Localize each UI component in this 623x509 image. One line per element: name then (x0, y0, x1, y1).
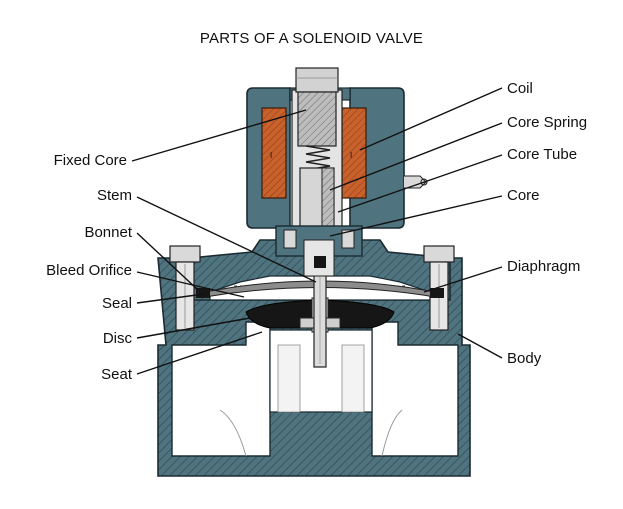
label-coil: Coil (507, 80, 533, 97)
leader-core-spring (329, 122, 503, 191)
label-body: Body (507, 350, 542, 367)
leader-seal (136, 293, 205, 304)
leader-lines (131, 87, 503, 375)
label-core-tube: Core Tube (507, 146, 578, 163)
label-bleed-orifice: Bleed Orifice (46, 262, 132, 279)
leader-diaphragm (423, 266, 503, 293)
core-spring (305, 145, 331, 171)
leader-disc (136, 317, 251, 339)
leader-coil (359, 87, 503, 151)
svg-text:I: I (270, 151, 272, 160)
label-disc: Disc (102, 330, 132, 347)
label-core-spring: Core Spring (507, 114, 588, 131)
label-bonnet: Bonnet (84, 224, 132, 241)
fixed-core (297, 91, 337, 147)
leader-seat (136, 331, 263, 375)
stem (313, 264, 327, 368)
core-guide (275, 225, 363, 277)
svg-text:I: I (350, 151, 352, 160)
diagram-title: PARTS OF A SOLENOID VALVE (199, 30, 424, 47)
leader-fixed-core (131, 109, 307, 162)
label-fixed-core: Fixed Core (53, 152, 127, 169)
leader-bleed-orifice (136, 271, 245, 298)
leader-body (457, 333, 503, 359)
label-seat: Seat (101, 366, 132, 383)
leader-bonnet (136, 232, 199, 291)
label-core: Core (507, 187, 540, 204)
leader-core-tube (337, 154, 503, 213)
label-stem: Stem (96, 187, 132, 204)
label-seal: Seal (101, 295, 132, 312)
leader-stem (136, 196, 317, 283)
label-diaphragm: Diaphragm (507, 258, 581, 275)
leader-core (329, 195, 503, 237)
